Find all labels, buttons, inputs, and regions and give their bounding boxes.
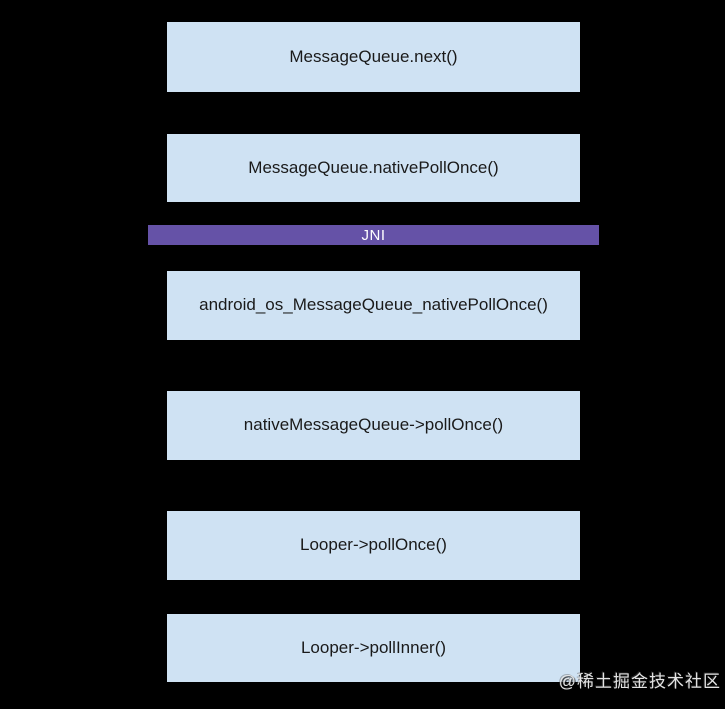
watermark: @稀土掘金技术社区 [558, 672, 721, 691]
jni-layer-label: JNI [361, 226, 386, 244]
flow-box-label: nativeMessageQueue->pollOnce() [243, 415, 504, 435]
flow-box-label: android_os_MessageQueue_nativePollOnce() [199, 295, 548, 315]
flow-box-looper-pollinner: Looper->pollInner() [167, 614, 580, 682]
flow-box-label: MessageQueue.next() [289, 46, 458, 66]
flow-box-label: MessageQueue.nativePollOnce() [248, 157, 499, 177]
flow-box-messagequeue-nativepollonce: MessageQueue.nativePollOnce() [167, 134, 580, 202]
flow-box-nativemessagequeue-pollonce: nativeMessageQueue->pollOnce() [167, 391, 580, 460]
flow-box-label: Looper->pollInner() [300, 637, 447, 657]
jni-layer-divider: JNI [148, 225, 599, 245]
flow-box-looper-pollonce: Looper->pollOnce() [167, 511, 580, 580]
flow-box-messagequeue-next: MessageQueue.next() [167, 22, 580, 92]
flow-box-label: Looper->pollOnce() [300, 535, 447, 555]
flow-box-android-os-messagequeue-nativepollonce: android_os_MessageQueue_nativePollOnce() [167, 271, 580, 340]
